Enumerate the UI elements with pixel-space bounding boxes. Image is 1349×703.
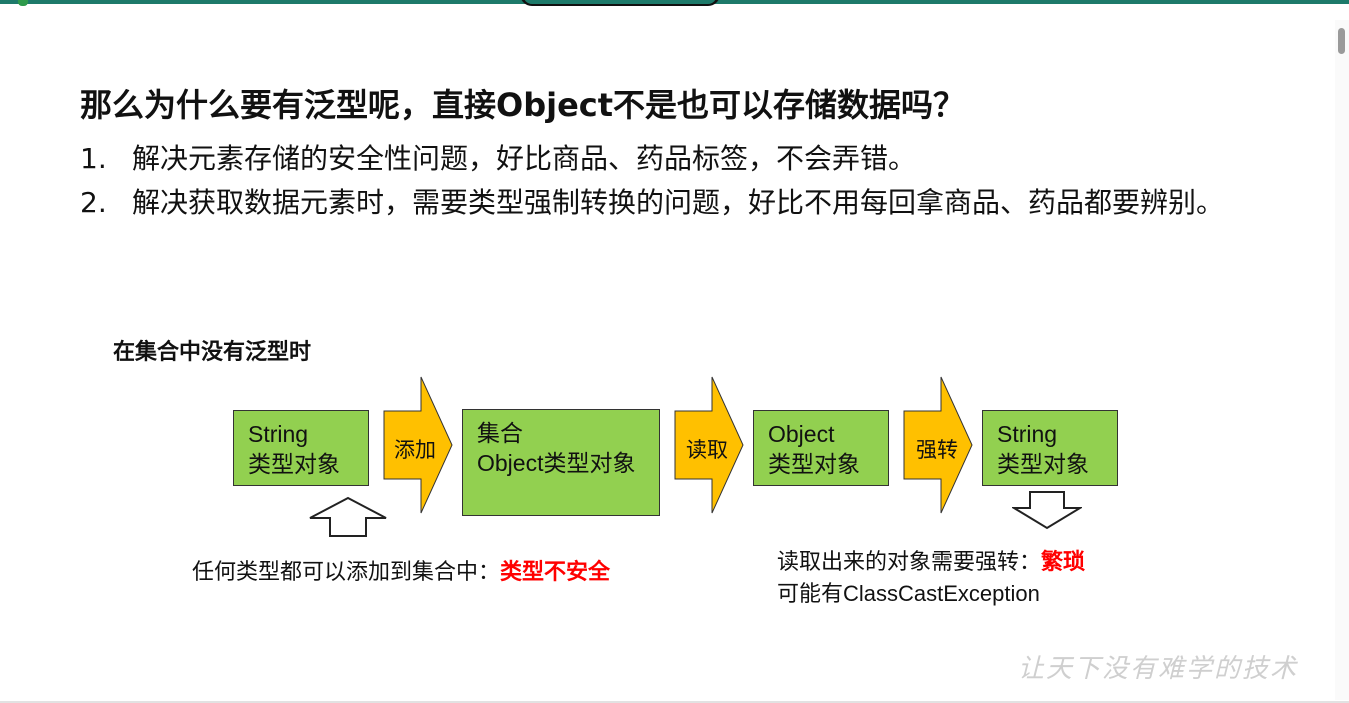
- collection-box: 集合 Object类型对象: [462, 409, 660, 516]
- box-line: String: [248, 421, 309, 447]
- box-line: Object: [768, 421, 835, 447]
- add-arrow-icon: [383, 376, 453, 514]
- list-text: 解决元素存储的安全性问题，好比商品、药品标签，不会弄错。: [132, 142, 917, 175]
- box-line: 类型对象: [248, 451, 340, 477]
- read-arrow-icon: [674, 376, 744, 514]
- list-number: 2.: [80, 186, 107, 219]
- list-item: 1. 解决元素存储的安全性问题，好比商品、药品标签，不会弄错。: [80, 140, 1280, 178]
- list-text: 解决获取数据元素时，需要类型强制转换的问题，好比不用每回拿商品、药品都要辨别。: [132, 186, 1225, 219]
- slide-heading: 那么为什么要有泛型呢，直接Object不是也可以存储数据吗？: [80, 86, 966, 124]
- string-object-box: String 类型对象: [233, 410, 369, 486]
- cast-arrow-label: 强转: [916, 438, 958, 462]
- scrollbar-thumb[interactable]: [1338, 28, 1345, 54]
- add-note: 任何类型都可以添加到集合中：类型不安全: [192, 554, 610, 586]
- read-note: 读取出来的对象需要强转：繁琐 可能有ClassCastException: [777, 546, 1085, 610]
- warning-text: 繁琐: [1041, 549, 1086, 574]
- corner-marker: [18, 0, 28, 6]
- warning-text: 类型不安全: [500, 559, 611, 584]
- note-text: 任何类型都可以添加到集合中：: [192, 559, 501, 584]
- cast-arrow-icon: [903, 376, 973, 514]
- add-arrow-label: 添加: [394, 438, 436, 462]
- box-line: String: [997, 421, 1058, 447]
- box-line: 类型对象: [768, 451, 860, 477]
- box-line: Object类型对象: [477, 450, 636, 476]
- watermark-text: 让天下没有难学的技术: [1018, 654, 1299, 684]
- read-arrow-label: 读取: [686, 438, 728, 462]
- bottom-divider: [0, 701, 1349, 703]
- note-text: 读取出来的对象需要强转：: [777, 549, 1042, 574]
- point-list: 1. 解决元素存储的安全性问题，好比商品、药品标签，不会弄错。 2. 解决获取数…: [80, 140, 1280, 228]
- box-line: 类型对象: [997, 451, 1089, 477]
- note-line-2: 可能有ClassCastException: [777, 581, 1040, 606]
- box-line: 集合: [477, 420, 523, 446]
- down-arrow-icon: [1012, 491, 1082, 530]
- list-item: 2. 解决获取数据元素时，需要类型强制转换的问题，好比不用每回拿商品、药品都要辨…: [80, 184, 1280, 222]
- header-fragment: [520, 0, 720, 6]
- vertical-scrollbar[interactable]: [1335, 20, 1349, 700]
- up-arrow-icon: [309, 496, 387, 537]
- top-accent-bar: [0, 0, 1349, 4]
- diagram-caption: 在集合中没有泛型时: [113, 340, 312, 365]
- object-type-box: Object 类型对象: [753, 410, 889, 486]
- list-number: 1.: [80, 142, 107, 175]
- string-result-box: String 类型对象: [982, 410, 1118, 486]
